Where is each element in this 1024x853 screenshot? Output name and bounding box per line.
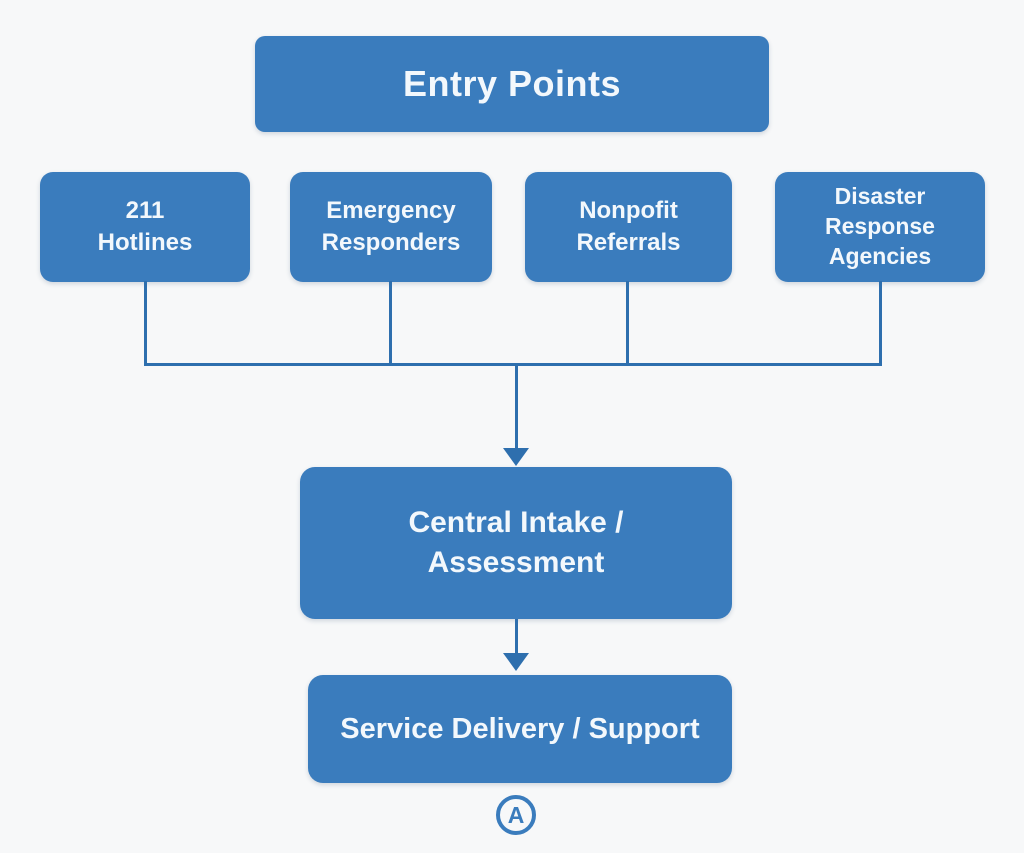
connector-stem-to-service bbox=[515, 619, 518, 655]
connector-stub-211-hotlines bbox=[144, 281, 147, 366]
connector-stub-emergency-responders bbox=[389, 281, 392, 366]
connector-stub-disaster-response-agencies bbox=[879, 281, 882, 366]
node-central-intake-assessment: Central Intake / Assessment bbox=[300, 467, 732, 619]
node-disaster-response-agencies: Disaster Response Agencies bbox=[775, 172, 985, 282]
connector-stem-to-intake bbox=[515, 363, 518, 450]
footnote-marker-label: A bbox=[507, 801, 525, 828]
node-emergency-responders: Emergency Responders bbox=[290, 172, 492, 282]
node-nonprofit-referrals: Nonpofit Referrals bbox=[525, 172, 732, 282]
connector-bus-line bbox=[144, 363, 882, 366]
arrowhead-down-icon bbox=[503, 448, 529, 466]
node-service-delivery-support: Service Delivery / Support bbox=[308, 675, 732, 783]
node-211-hotlines: 211 Hotlines bbox=[40, 172, 250, 282]
node-entry-points: Entry Points bbox=[255, 36, 769, 132]
footnote-marker-a: A bbox=[496, 795, 536, 835]
connector-stub-nonprofit-referrals bbox=[626, 281, 629, 366]
arrowhead-down-icon bbox=[503, 653, 529, 671]
